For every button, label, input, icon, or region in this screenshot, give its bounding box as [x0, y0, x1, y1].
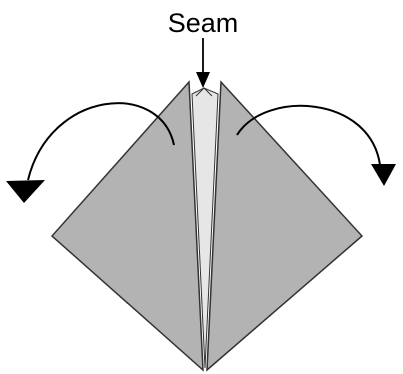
- right-fold-arrowhead: [371, 164, 396, 186]
- seam-pointer-arrowhead: [196, 72, 210, 88]
- seam-label: Seam: [168, 8, 239, 38]
- right-paper-flap: [207, 82, 362, 370]
- left-paper-flap: [52, 82, 203, 370]
- left-fold-arrowhead: [6, 180, 45, 203]
